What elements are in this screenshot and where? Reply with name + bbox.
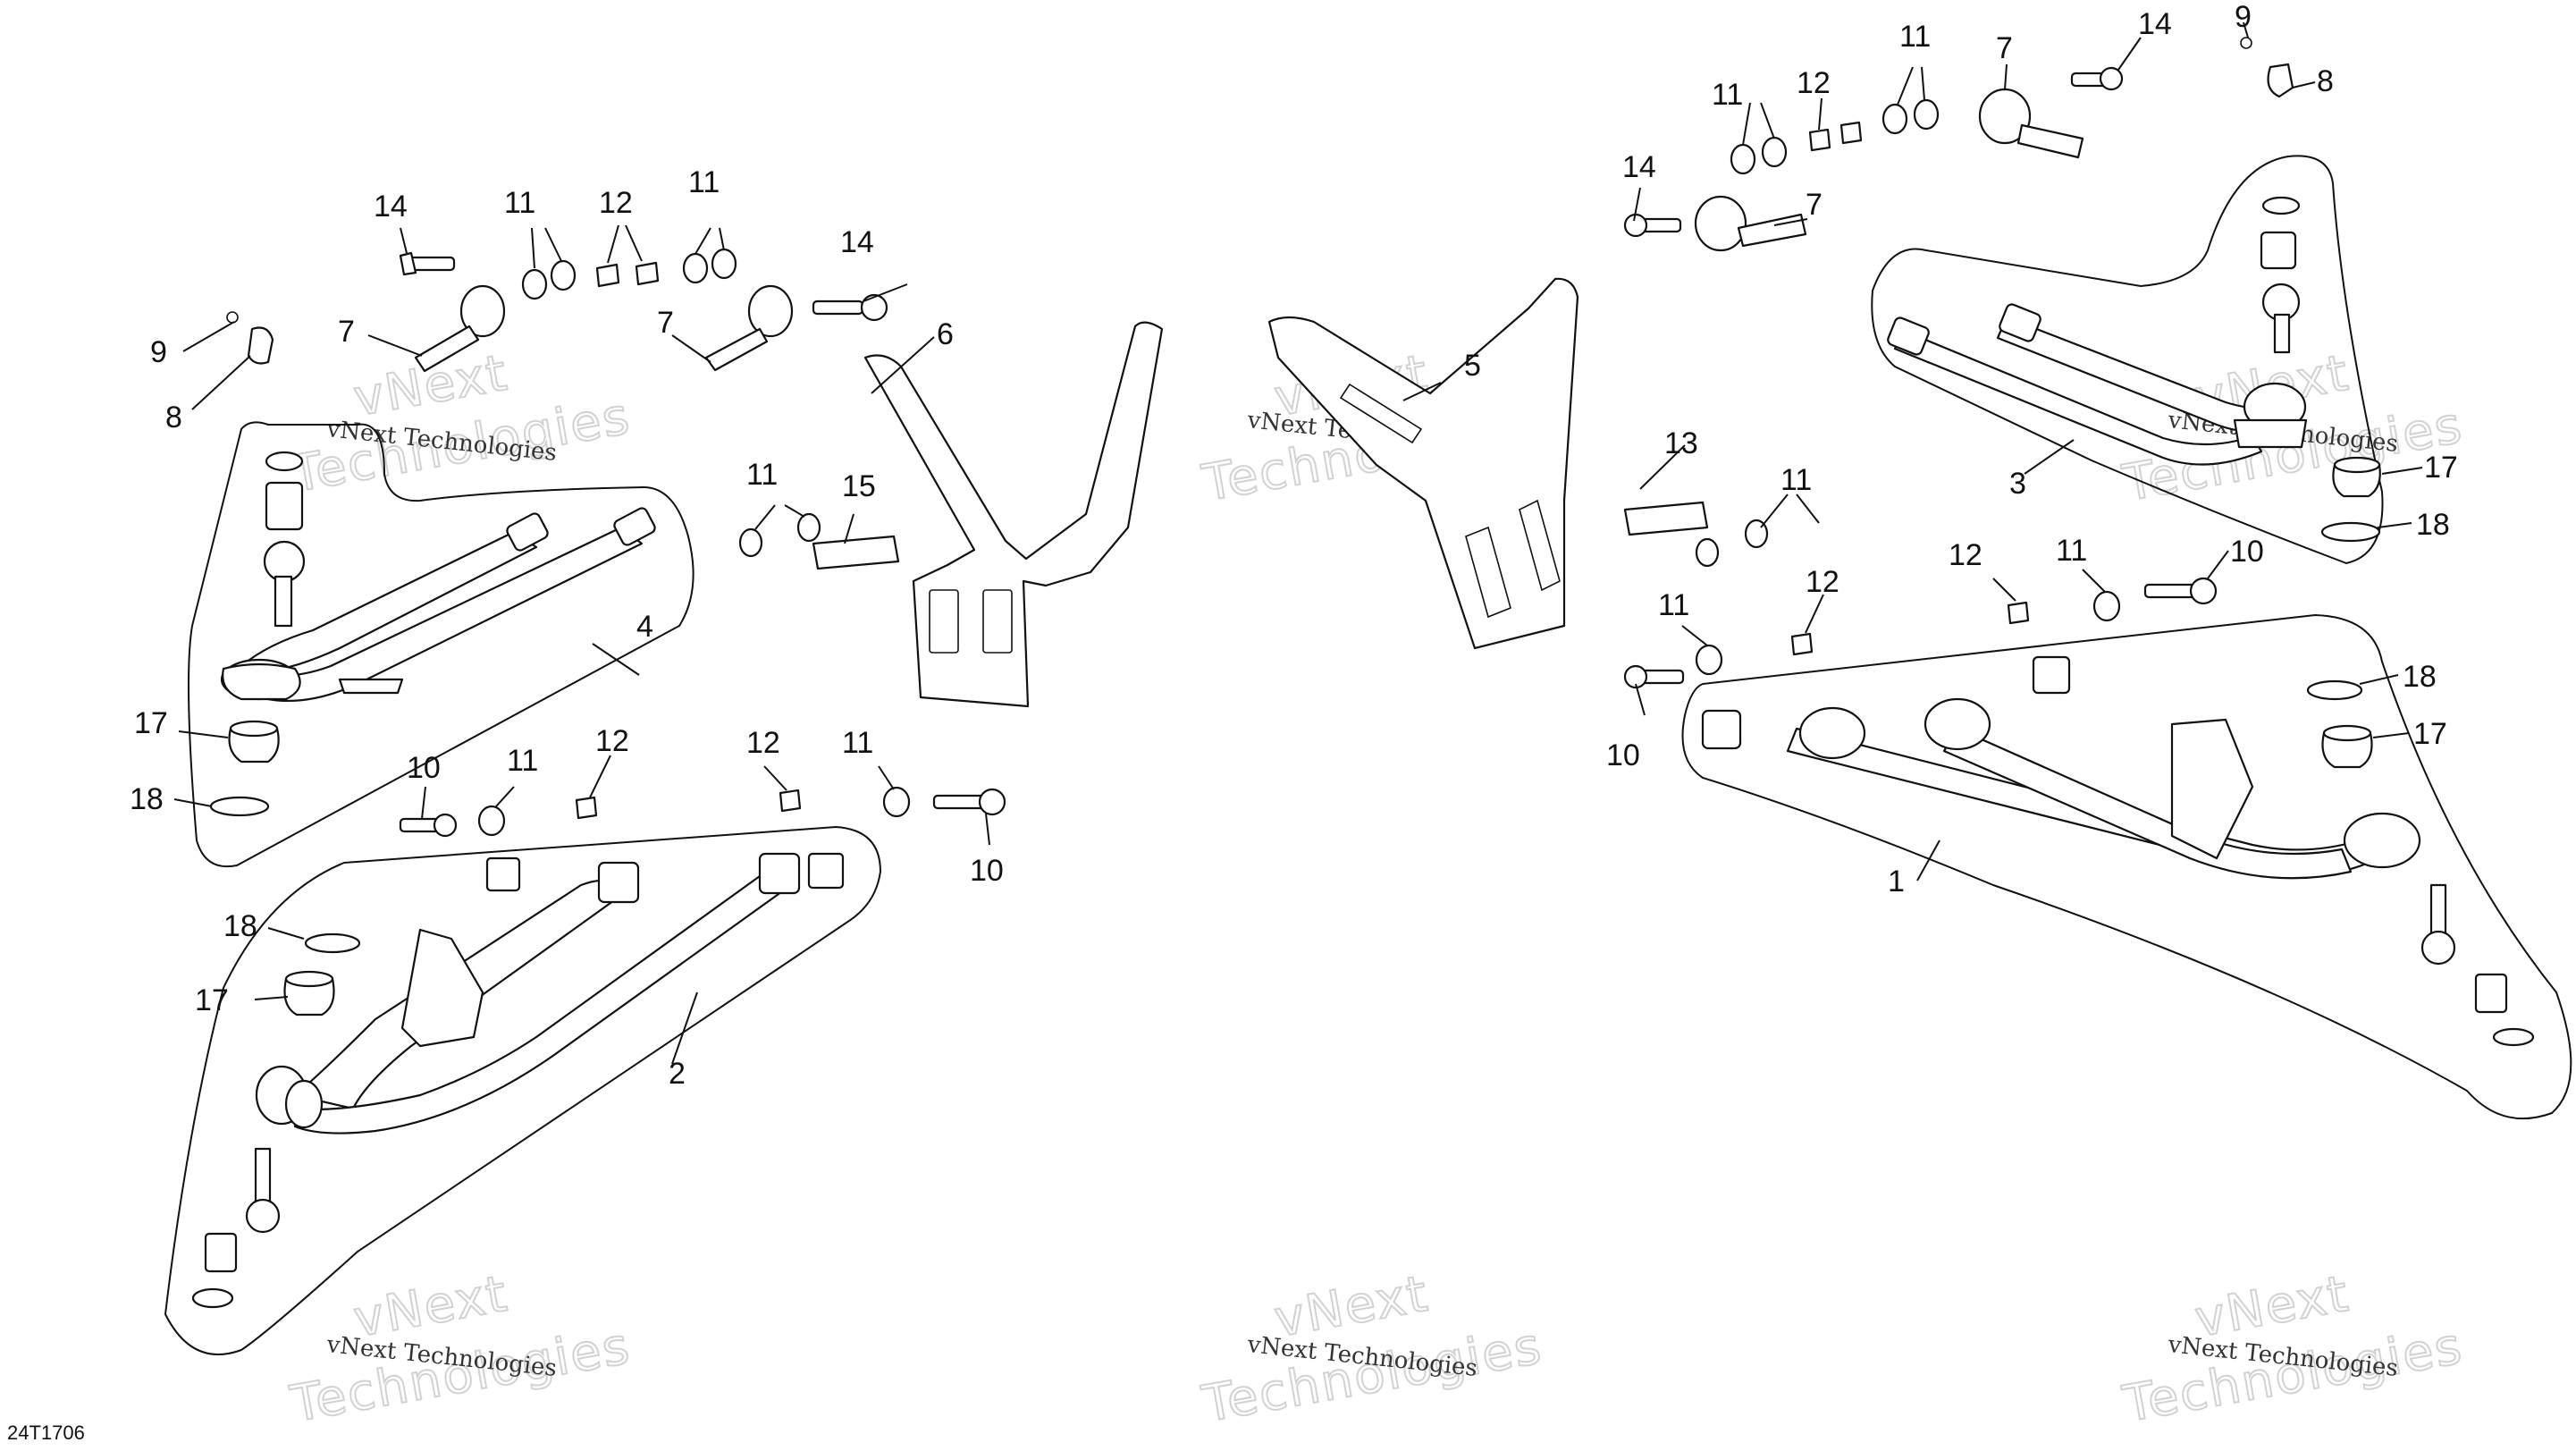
callout-17: 17 (195, 983, 229, 1017)
callout-10: 10 (407, 751, 441, 785)
callout-4: 4 (636, 610, 653, 644)
callout-10: 10 (970, 854, 1004, 888)
callout-8: 8 (2317, 64, 2334, 98)
callout-12: 12 (1806, 565, 1839, 599)
callout-11: 11 (1712, 78, 1743, 112)
callout-11: 11 (1658, 588, 1689, 622)
callout-18: 18 (223, 909, 257, 943)
lower-arm-right (1701, 655, 2421, 880)
region-outlines (164, 155, 2572, 1355)
callout-14: 14 (374, 190, 408, 224)
callout-11: 11 (746, 458, 778, 492)
callout-18: 18 (2403, 660, 2437, 694)
callout-5: 5 (1464, 349, 1481, 383)
callout-7: 7 (1996, 31, 2013, 65)
boot-and-ring-left-upper (209, 720, 280, 817)
upper-arm-left (220, 507, 656, 703)
callout-11: 11 (688, 165, 720, 199)
callout-8: 8 (165, 401, 182, 434)
balljoint-right-upper (2260, 196, 2301, 354)
callout-7: 7 (1806, 188, 1823, 222)
callout-7: 7 (657, 306, 674, 340)
callout-17: 17 (2424, 451, 2458, 485)
callout-9: 9 (150, 335, 167, 369)
callout-18: 18 (2416, 508, 2450, 542)
callout-10: 10 (2230, 535, 2264, 569)
reference-code: 24T1706 (7, 1421, 85, 1444)
callout-12: 12 (746, 726, 780, 760)
boot-and-ring-left-lower (283, 932, 361, 1017)
callout-3: 3 (2009, 467, 2026, 501)
callout-12: 12 (1797, 66, 1831, 100)
callout-13: 13 (1664, 426, 1698, 460)
hardware-left (226, 248, 1006, 838)
callout-11: 11 (504, 186, 535, 220)
callout-1: 1 (1888, 865, 1905, 898)
region-upper-arm-left (188, 421, 695, 868)
region-lower-arm-right (1681, 613, 2572, 1120)
callout-6: 6 (937, 317, 954, 351)
callout-12: 12 (599, 186, 633, 220)
upper-arm-right (1887, 303, 2308, 466)
callout-17: 17 (2413, 717, 2447, 751)
callout-11: 11 (842, 726, 873, 760)
callout-17: 17 (134, 706, 168, 740)
boot-and-ring-right-upper (2320, 456, 2381, 543)
callout-11: 11 (1780, 463, 1812, 497)
watermark-bottom-right: vNext Technologies vNext Technologies (2117, 1264, 2468, 1435)
callout-11: 11 (507, 744, 538, 778)
callout-14: 14 (840, 225, 874, 259)
region-lower-arm-left (164, 825, 882, 1355)
callout-15: 15 (842, 469, 876, 503)
callout-numbers: 1 2 3 4 5 6 7 7 7 7 8 8 9 9 10 10 10 10 … (130, 0, 2458, 1091)
watermark-bottom-center: vNext Technologies vNext Technologies (1197, 1264, 1547, 1435)
callout-14: 14 (1622, 150, 1656, 184)
callout-7: 7 (338, 315, 355, 349)
boot-and-ring-right-lower (2306, 679, 2373, 769)
callout-2: 2 (669, 1057, 686, 1091)
callout-10: 10 (1606, 738, 1640, 772)
callout-11: 11 (2056, 534, 2087, 568)
balljoint-left-lower (191, 1147, 281, 1309)
lower-arm-left (255, 852, 845, 1135)
balljoint-right-lower (2420, 883, 2535, 1047)
region-upper-arm-right (1871, 155, 2384, 565)
support-left (863, 321, 1164, 708)
support-right (1267, 277, 1579, 650)
callout-12: 12 (1949, 538, 1983, 572)
callout-11: 11 (1899, 20, 1931, 54)
leader-lines (173, 21, 2423, 1065)
callout-9: 9 (2235, 0, 2252, 34)
callout-18: 18 (130, 782, 164, 816)
callout-12: 12 (595, 724, 629, 758)
watermark-bottom-left: vNext Technologies vNext Technologies (285, 1264, 636, 1435)
balljoint-left-upper (263, 451, 306, 628)
callout-14: 14 (2138, 7, 2172, 41)
